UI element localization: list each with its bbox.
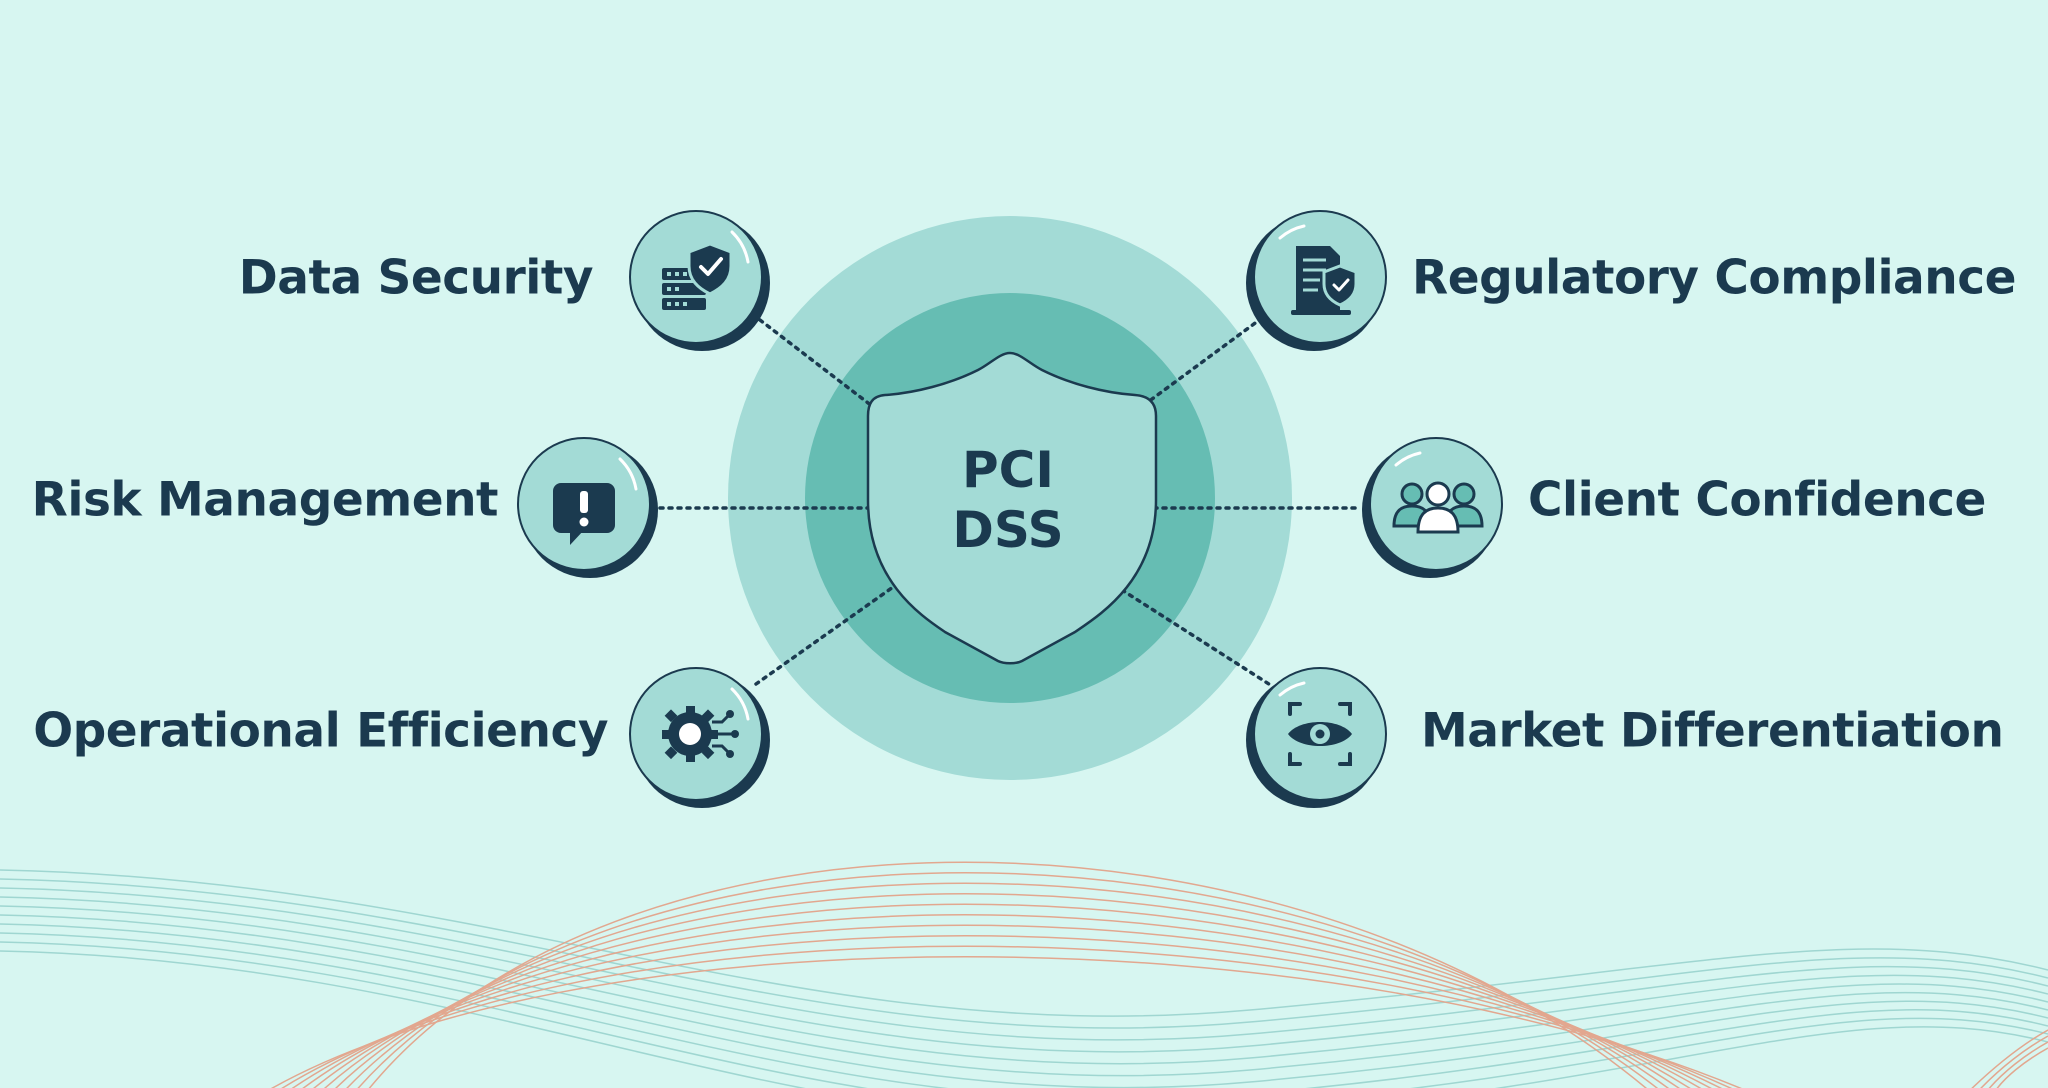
shield-server-icon (662, 242, 733, 310)
connector-data-security (758, 318, 874, 408)
group-people-icon (1392, 481, 1484, 534)
badge-data-security (629, 210, 770, 351)
label-market-differentiation: Market Differentiation (1421, 703, 2004, 759)
alert-message-icon (553, 483, 615, 545)
orange-wave-line (346, 882, 1669, 1088)
label-regulatory-compliance: Regulatory Compliance (1412, 250, 2016, 306)
badge-market-differentiation (1246, 667, 1387, 808)
orange-wave-line (1980, 1035, 2048, 1088)
connector-operational-efficiency (754, 583, 898, 686)
teal-wave-line (0, 896, 2048, 1053)
orange-wave-line (1996, 1047, 2048, 1088)
teal-wave-line (0, 941, 2048, 1088)
label-operational-efficiency: Operational Efficiency (33, 703, 608, 759)
label-client-confidence: Client Confidence (1528, 472, 1986, 528)
orange-wave-line (271, 956, 1742, 1088)
orange-wave-line (335, 893, 1680, 1088)
teal-wave-line (0, 914, 2048, 1077)
orange-wave-line (1971, 1029, 2048, 1088)
label-risk-management: Risk Management (31, 472, 499, 528)
teal-wave-line (0, 869, 2048, 1017)
center-title-line2: DSS (952, 501, 1064, 559)
orange-wave-line (291, 935, 1722, 1088)
center-title: PCI DSS (952, 440, 1063, 560)
connector-regulatory-compliance (1146, 316, 1264, 404)
teal-wave-line (0, 932, 2048, 1088)
eye-focus-icon (1288, 702, 1352, 766)
teal-wave-line (0, 878, 2048, 1029)
connector-market-differentiation (1120, 588, 1274, 688)
orange-wave-line (1988, 1041, 2048, 1088)
teal-wave-line (0, 950, 2048, 1088)
orange-wave-line (313, 914, 1702, 1088)
decorative-teal-waves (0, 869, 2048, 1088)
badge-operational-efficiency (629, 667, 770, 808)
badge-risk-management (517, 437, 658, 578)
teal-wave-line (0, 923, 2048, 1088)
center-title-line1: PCI (962, 441, 1054, 499)
orange-wave-line (302, 924, 1712, 1088)
label-data-security: Data Security (238, 250, 594, 306)
badge-client-confidence (1362, 437, 1503, 578)
decorative-orange-waves (271, 861, 2048, 1088)
teal-wave-line (0, 905, 2048, 1065)
teal-wave-line (0, 887, 2048, 1041)
orange-wave-line (324, 903, 1691, 1088)
orange-wave-line (281, 945, 1732, 1088)
badge-regulatory-compliance (1246, 210, 1387, 351)
connector-lines (658, 316, 1362, 688)
shield-shape (866, 351, 1158, 665)
gear-circuit-icon (662, 706, 739, 762)
document-shield-icon (1291, 246, 1358, 315)
